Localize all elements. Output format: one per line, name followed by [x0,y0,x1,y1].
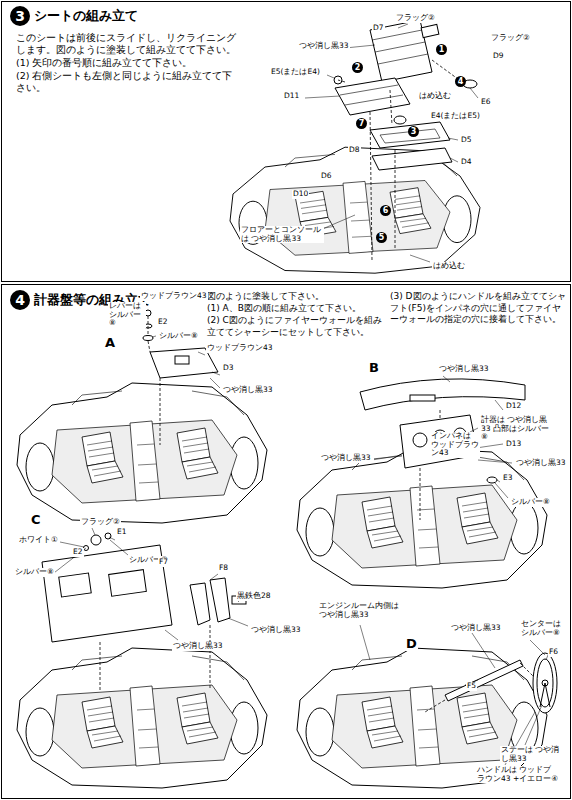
callout-number: 5 [376,232,387,243]
part-label: つや消し黒33 [320,454,374,463]
part-label: ホワイト① [18,536,59,545]
part-label: つや消し黒33 [222,386,274,395]
part-label: E2 [157,318,169,327]
part-label: センターは シルバー⑧ [520,620,566,637]
callout-number: 1 [436,44,447,55]
part-label: D12 [505,402,522,411]
callout-number: 4 [455,76,466,87]
instruction-text: (1) 矢印の番号順に組み立てて下さい。 [16,57,241,69]
section-heading: シートの組み立て [34,8,234,25]
part-label: D13 [505,440,522,449]
part-label: 黒鉄色28 [236,592,272,601]
instruction-text: (3) D図のようにハンドルを組み立ててシャフト(F5)をインパネの穴に通してフ… [390,291,566,326]
part-label: つや消し黒33 [298,42,350,51]
part-label: フラッグ② [490,34,531,43]
part-label: レバーは シルバー⑧ [108,302,146,328]
instruction-text: (1) A、B図の順に組み立てて下さい。 [207,303,385,315]
part-label: D6 [320,172,333,181]
figure-letter: D [405,636,418,651]
part-label: はめ込む [418,92,452,101]
part-label: F8 [218,564,229,573]
instruction-text: このシートは前後にスライドし、リクライニングします。図のように塗装して組み立てて… [16,32,241,57]
part-label: E1 [116,528,128,537]
part-label: フラッグ② [80,518,121,527]
part-label: つや消し黒33 [438,365,490,374]
part-label: D7 [372,24,385,33]
part-label: フラッグ② [395,14,436,23]
section-number: 3 [10,6,30,26]
part-label: シルバー⑧ [14,568,55,577]
part-label: D4 [460,158,473,167]
instruction-text: 図のように塗装して下さい。 [207,291,385,303]
part-label: ウッドブラウン43 [206,344,274,353]
figure-letter: A [104,335,116,350]
part-label: つや消し黒33 [515,459,567,468]
part-label: はめ込む [432,262,466,271]
part-label: D10 [292,190,309,199]
part-label: シルバー⑧ [158,332,199,341]
part-label: D5 [460,136,473,145]
figure-letter: C [30,512,42,527]
part-label: エンジンルーム内側は つや消し黒33 [318,602,406,619]
part-label: F5 [466,682,477,691]
part-label: E6 [480,98,492,107]
callout-number: 3 [408,126,419,137]
part-label: F6 [548,648,559,657]
part-label: つや消し黒33 [250,626,302,635]
part-label: フロアーとコンソールは つや消し黒33 [240,226,324,243]
part-label: つや消し黒33 [450,624,502,633]
callout-number: 7 [356,118,367,129]
part-label: E4(またはE5) [430,112,481,121]
part-label: D3 [222,364,235,373]
callout-number: 2 [352,62,363,73]
figure-letter: B [368,360,380,375]
part-label: E5(またはE4) [270,68,321,77]
instruction-text: (2) C図のようにファイヤーウォールを組み立ててシャーシーにセットして下さい。 [207,315,385,338]
part-label: D11 [283,92,300,101]
part-label: シルバー⑧ [510,498,551,507]
part-label: つや消し黒33 [172,642,224,651]
part-label: インパネは ウッドブラウン43 [430,432,480,458]
part-label: E3 [502,474,514,483]
part-label: E2 [72,548,84,557]
section-panel: 計器盤等の組み立て図のように塗装して下さい。(1) A、B図の順に組み立てて下さ… [1,284,571,799]
part-label: F7 [158,558,169,567]
instruction-text: (2) 右側シートも左側と同じように組み立てて下さい。 [16,70,241,95]
part-label: D9 [492,52,505,61]
part-label: D8 [348,146,361,155]
part-label: 計器は つや消し黒33 凸部はシルバー⑧ [480,416,552,442]
part-label: ステーは つや消し黒33 [500,746,562,763]
section-number: 4 [10,290,30,310]
part-label: ウッドブラウン43 [140,292,208,301]
callout-number: 6 [380,205,391,216]
part-label: ハンドルは ウッドブラウン43 +イエロー④ [476,766,560,783]
